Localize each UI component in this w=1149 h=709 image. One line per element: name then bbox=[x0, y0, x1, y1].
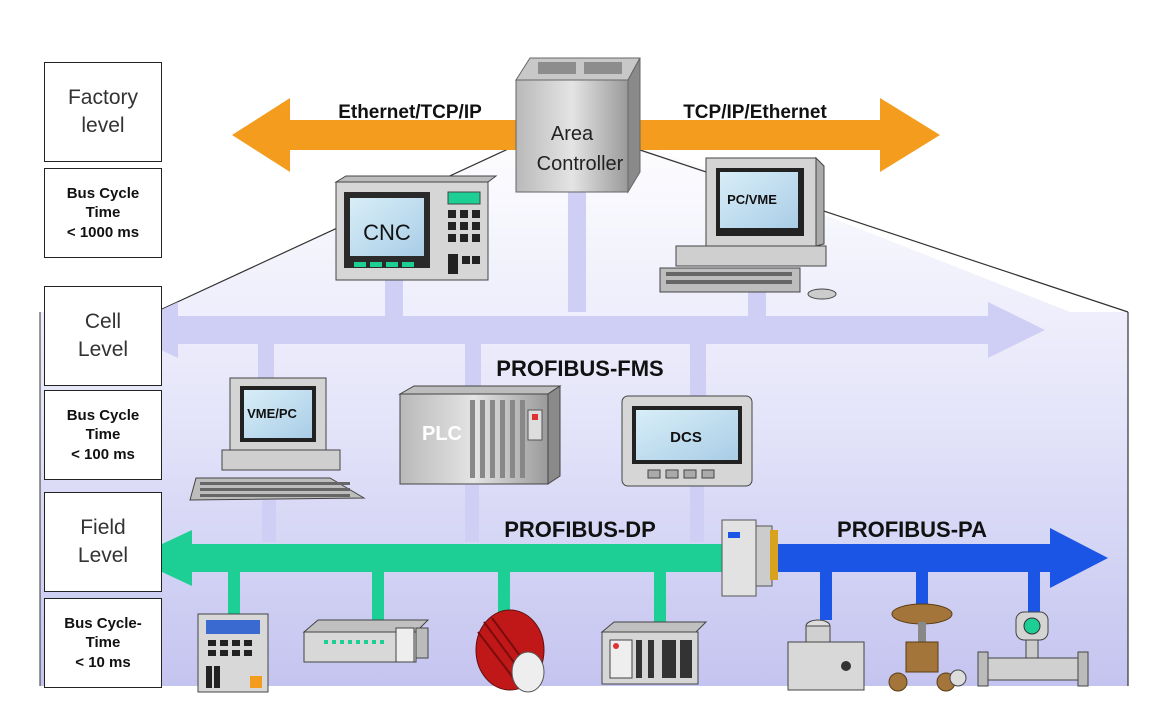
field-cycle-label: Bus Cycle- Time < 10 ms bbox=[64, 614, 142, 671]
factory-cycle-label: Bus Cycle Time < 1000 ms bbox=[66, 184, 140, 241]
pc-vme-icon: PC/VME bbox=[659, 156, 837, 300]
cnc-label: CNC bbox=[363, 220, 411, 245]
pcvme-drop bbox=[748, 292, 766, 320]
dp-drop-2 bbox=[372, 572, 384, 620]
cell-cycle-label: Bus Cycle Time < 100 ms bbox=[66, 406, 140, 463]
control-valve-icon bbox=[888, 603, 967, 692]
cell-level-label: Cell Level bbox=[77, 309, 129, 361]
profibus-fms-label: PROFIBUS-FMS bbox=[496, 356, 663, 381]
valve-body-icon bbox=[787, 619, 865, 691]
vmepc-drop bbox=[258, 344, 274, 384]
cell-cycle-box: Bus Cycle Time < 100 ms bbox=[44, 390, 162, 480]
plc-icon: PLC bbox=[398, 385, 562, 485]
field-cycle-box: Bus Cycle- Time < 10 ms bbox=[44, 598, 162, 688]
pa-drop-1 bbox=[820, 572, 832, 620]
io-module-icon bbox=[302, 619, 430, 663]
dp-drop-1 bbox=[228, 572, 240, 614]
cell-level-box: Cell Level bbox=[44, 286, 162, 386]
vmepc-dp-drop bbox=[262, 500, 276, 542]
cnc-drop bbox=[385, 280, 403, 320]
field-level-label: Field Level bbox=[77, 515, 129, 567]
operator-panel-icon bbox=[197, 613, 269, 693]
dcs-drop bbox=[690, 344, 706, 396]
dcs-dp-drop bbox=[690, 484, 704, 542]
field-level-box: Field Level bbox=[44, 492, 162, 592]
factory-cycle-box: Bus Cycle Time < 1000 ms bbox=[44, 168, 162, 258]
ethernet-right-label: TCP/IP/Ethernet bbox=[683, 102, 827, 123]
area-controller-drop bbox=[568, 192, 586, 312]
cnc-icon: CNC bbox=[334, 175, 498, 281]
dcs-icon: DCS bbox=[621, 395, 753, 487]
factory-level-label: Factory level bbox=[67, 85, 138, 137]
plc-label: PLC bbox=[422, 423, 462, 445]
area-controller-label-1: Area bbox=[551, 123, 594, 145]
drive-motor-icon bbox=[475, 609, 545, 693]
profibus-dp-label: PROFIBUS-DP bbox=[504, 517, 656, 542]
profibus-pa-arrow bbox=[760, 528, 1108, 588]
area-controller-label-2: Controller bbox=[537, 153, 624, 175]
plc-drop bbox=[465, 344, 481, 394]
ethernet-left-label: Ethernet/TCP/IP bbox=[338, 102, 482, 123]
profibus-fms-arrow bbox=[118, 302, 1045, 358]
dp-drop-4 bbox=[654, 572, 666, 624]
vme-pc-icon: VME/PC bbox=[189, 377, 366, 501]
pc-vme-label: PC/VME bbox=[727, 192, 777, 207]
pa-drop-3 bbox=[1028, 572, 1040, 616]
plc-dp-drop bbox=[465, 485, 479, 542]
profibus-pa-label: PROFIBUS-PA bbox=[837, 517, 987, 542]
dp-pa-coupler-icon bbox=[721, 519, 778, 597]
pa-drop-2 bbox=[916, 572, 928, 610]
dp-drop-3 bbox=[498, 572, 510, 612]
dcs-label: DCS bbox=[670, 429, 702, 446]
vme-pc-label: VME/PC bbox=[247, 406, 297, 421]
modular-io-icon bbox=[600, 621, 708, 685]
flowmeter-icon bbox=[977, 611, 1089, 687]
area-controller-icon: Area Controller bbox=[515, 57, 641, 194]
factory-level-box: Factory level bbox=[44, 62, 162, 162]
profibus-dp-arrow bbox=[132, 530, 730, 586]
